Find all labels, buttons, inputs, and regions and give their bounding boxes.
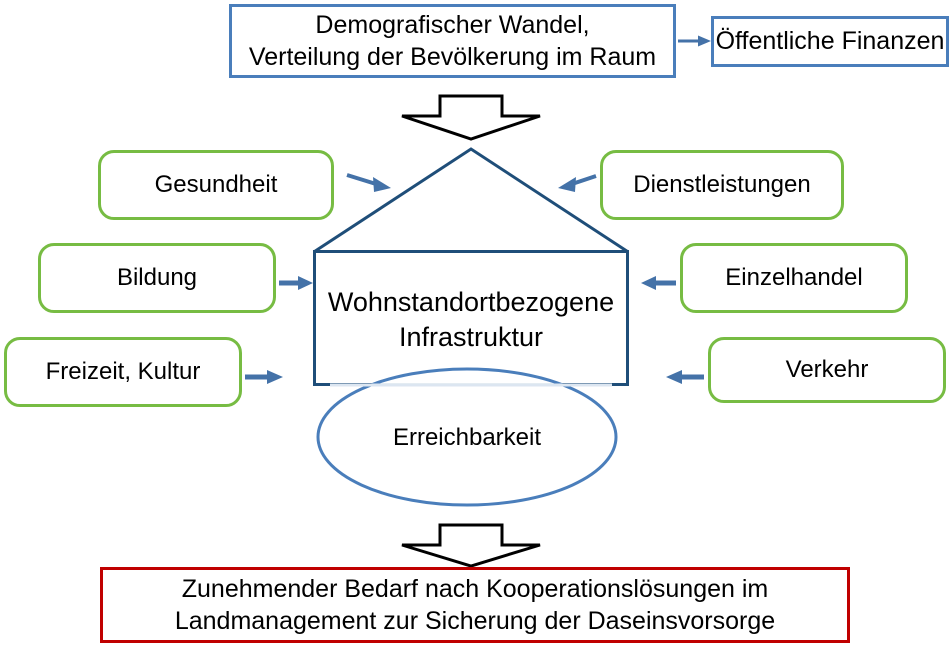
- box-einzelhandel[interactable]: Einzelhandel: [680, 243, 908, 313]
- box-verkehr-label: Verkehr: [785, 356, 869, 384]
- house-label: Wohnstandortbezogene Infrastruktur: [314, 285, 628, 355]
- house-roof-icon: [313, 147, 629, 253]
- block-arrow-down-top-icon: [401, 94, 541, 141]
- house-shape: [313, 147, 629, 386]
- box-bildung[interactable]: Bildung: [38, 243, 276, 313]
- box-demografischer-wandel[interactable]: Demografischer Wandel, Verteilung der Be…: [229, 4, 676, 78]
- ellipse-label: Erreichbarkeit: [318, 422, 616, 453]
- arrow-driver-to-finance: [678, 35, 711, 47]
- block-arrow-down-bottom-icon: [401, 523, 541, 568]
- arrow-einzelhandel-to-house: [641, 276, 676, 290]
- box-zunehmender-bedarf-text: Zunehmender Bedarf nach Kooperationslösu…: [175, 573, 775, 638]
- box-demografischer-wandel-line1: Demografischer Wandel,: [315, 10, 590, 39]
- house-label-line1: Wohnstandortbezogene: [327, 287, 615, 317]
- arrow-gesundheit-to-house: [346, 173, 391, 192]
- box-demografischer-wandel-text: Demografischer Wandel, Verteilung der Be…: [249, 9, 656, 74]
- house-body-icon: [313, 250, 629, 386]
- box-zunehmender-bedarf-line2: Landmanagement zur Sicherung der Daseins…: [174, 607, 776, 635]
- arrow-freizeit-to-house: [245, 370, 283, 384]
- box-dienstleistungen[interactable]: Dienstleistungen: [600, 150, 844, 220]
- box-gesundheit-label: Gesundheit: [154, 171, 278, 199]
- box-zunehmender-bedarf[interactable]: Zunehmender Bedarf nach Kooperationslösu…: [100, 567, 850, 643]
- arrow-verkehr-to-house: [666, 370, 704, 384]
- box-dienstleistungen-label: Dienstleistungen: [633, 171, 811, 199]
- arrow-dienstleistungen-to-house: [558, 174, 597, 192]
- box-einzelhandel-label: Einzelhandel: [725, 264, 863, 292]
- box-verkehr[interactable]: Verkehr: [708, 337, 946, 403]
- house-label-line2: Infrastruktur: [398, 322, 544, 353]
- box-demografischer-wandel-line2: Verteilung der Bevölkerung im Raum: [248, 43, 657, 71]
- box-zunehmender-bedarf-line1: Zunehmender Bedarf nach Kooperationslösu…: [181, 574, 769, 603]
- box-oeffentliche-finanzen-label: Öffentliche Finanzen: [715, 27, 945, 56]
- ellipse-label-text: Erreichbarkeit: [392, 424, 542, 451]
- box-freizeit-kultur[interactable]: Freizeit, Kultur: [4, 337, 242, 407]
- arrow-bildung-to-house: [279, 276, 313, 290]
- box-gesundheit[interactable]: Gesundheit: [98, 150, 334, 220]
- box-bildung-label: Bildung: [116, 264, 198, 292]
- box-freizeit-kultur-label: Freizeit, Kultur: [45, 358, 201, 386]
- box-oeffentliche-finanzen[interactable]: Öffentliche Finanzen: [711, 16, 949, 67]
- ellipse-erreichbarkeit-icon: [316, 367, 618, 507]
